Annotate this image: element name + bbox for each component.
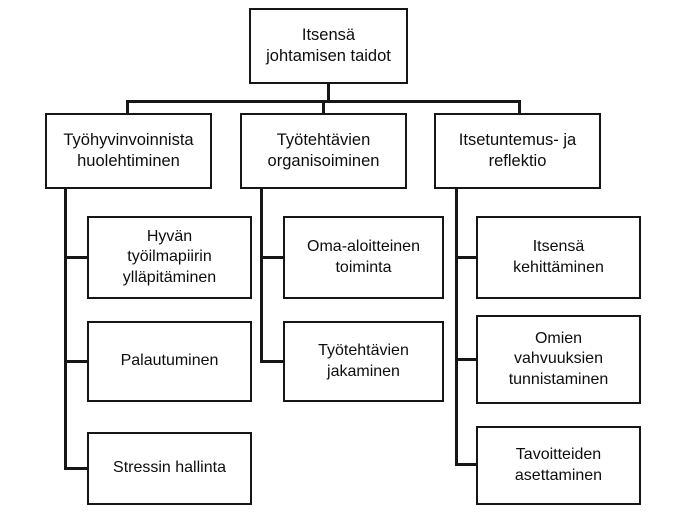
node-l2b-line2: jakaminen: [327, 362, 400, 380]
connector-branch1-drop: [126, 100, 129, 113]
node-branch1-text: Työhyvinvoinnista huolehtiminen: [51, 130, 205, 172]
node-l2a-line1: Oma-aloitteinen: [307, 238, 420, 256]
node-l1c-line1: Stressin hallinta: [113, 459, 226, 477]
connector-branch1-child3-stub: [64, 467, 89, 470]
node-l1c-text: Stressin hallinta: [101, 458, 238, 478]
node-l3b-line2: vahvuuksien: [514, 350, 603, 368]
connector-branch3-trunk: [455, 189, 458, 466]
node-branch2-line2: organisoiminen: [267, 152, 380, 170]
connector-branch3-child1-stub: [455, 256, 478, 259]
node-leaf-hyvan-tyoilmapiirin-yllapitaminen[interactable]: Hyvän työilmapiirin ylläpitäminen: [87, 216, 252, 299]
node-l3a-line1: Itsensä: [532, 238, 585, 256]
connector-branch2-drop: [322, 100, 325, 113]
connector-branch3-drop: [518, 100, 521, 113]
connector-branch1-trunk: [64, 189, 67, 469]
node-l3a-text: Itsensä kehittäminen: [501, 237, 616, 278]
node-l2a-line2: toiminta: [335, 258, 392, 276]
node-l3c-line2: asettaminen: [514, 466, 603, 484]
node-l3c-line1: Tavoitteiden: [515, 446, 602, 464]
node-branch-tyotehtavien-organisoiminen[interactable]: Työtehtävien organisoiminen: [240, 113, 407, 189]
node-leaf-tyotehtavien-jakaminen[interactable]: Työtehtävien jakaminen: [283, 321, 444, 402]
node-l1b-line1: Palautuminen: [120, 352, 219, 370]
node-l3b-line3: tunnistaminen: [508, 370, 609, 388]
node-leaf-stressin-hallinta[interactable]: Stressin hallinta: [87, 432, 252, 505]
node-leaf-palautuminen[interactable]: Palautuminen: [87, 321, 252, 402]
node-l2a-text: Oma-aloitteinen toiminta: [295, 237, 432, 278]
node-root-line2: johtamisen taidot: [266, 47, 391, 65]
node-l1a-line1: Hyvän: [146, 227, 193, 245]
node-branch3-line1: Itsetuntemus- ja: [458, 130, 577, 149]
connector-branch3-child3-stub: [455, 463, 478, 466]
node-l3c-text: Tavoitteiden asettaminen: [503, 445, 614, 486]
node-leaf-tavoitteiden-asettaminen[interactable]: Tavoitteiden asettaminen: [476, 426, 641, 505]
node-l3b-text: Omien vahvuuksien tunnistaminen: [497, 329, 621, 390]
node-branch2-line1: Työtehtävien: [276, 130, 371, 149]
node-root-text: Itsensä johtamisen taidot: [254, 25, 403, 67]
node-branch-tyohyvinvoinnista-huolehtiminen[interactable]: Työhyvinvoinnista huolehtiminen: [45, 113, 212, 189]
node-branch3-line2: reflektio: [488, 152, 547, 170]
connector-branch2-child2-stub: [260, 360, 285, 363]
node-root[interactable]: Itsensä johtamisen taidot: [249, 8, 408, 84]
node-branch3-text: Itsetuntemus- ja reflektio: [447, 130, 588, 172]
node-l1a-line3: ylläpitäminen: [122, 268, 217, 286]
node-l3b-line1: Omien: [534, 329, 583, 347]
node-l1a-line2: työilmapiirin: [127, 248, 212, 266]
node-root-line1: Itsensä: [301, 25, 356, 44]
node-leaf-omien-vahvuuksien-tunnistaminen[interactable]: Omien vahvuuksien tunnistaminen: [476, 315, 641, 404]
node-leaf-itsensa-kehittaminen[interactable]: Itsensä kehittäminen: [476, 216, 641, 299]
node-branch1-line1: Työhyvinvoinnista: [63, 130, 194, 149]
connector-branch2-trunk: [260, 189, 263, 363]
node-branch-itsetuntemus-ja-reflektio[interactable]: Itsetuntemus- ja reflektio: [434, 113, 601, 189]
node-l3a-line2: kehittäminen: [513, 258, 604, 276]
node-l1a-text: Hyvän työilmapiirin ylläpitäminen: [111, 227, 228, 288]
node-l2b-line1: Työtehtävien: [318, 342, 409, 360]
node-leaf-oma-aloitteinen-toiminta[interactable]: Oma-aloitteinen toiminta: [283, 216, 444, 299]
connector-root-stem: [327, 84, 330, 102]
node-branch1-line2: huolehtiminen: [77, 152, 180, 170]
node-branch2-text: Työtehtävien organisoiminen: [256, 130, 392, 172]
node-l1b-text: Palautuminen: [109, 351, 231, 371]
connector-branch1-child1-stub: [64, 256, 89, 259]
connector-branch3-child2-stub: [455, 358, 478, 361]
node-l2b-text: Työtehtävien jakaminen: [306, 341, 421, 382]
connector-branch1-child2-stub: [64, 360, 89, 363]
connector-branch2-child1-stub: [260, 256, 285, 259]
